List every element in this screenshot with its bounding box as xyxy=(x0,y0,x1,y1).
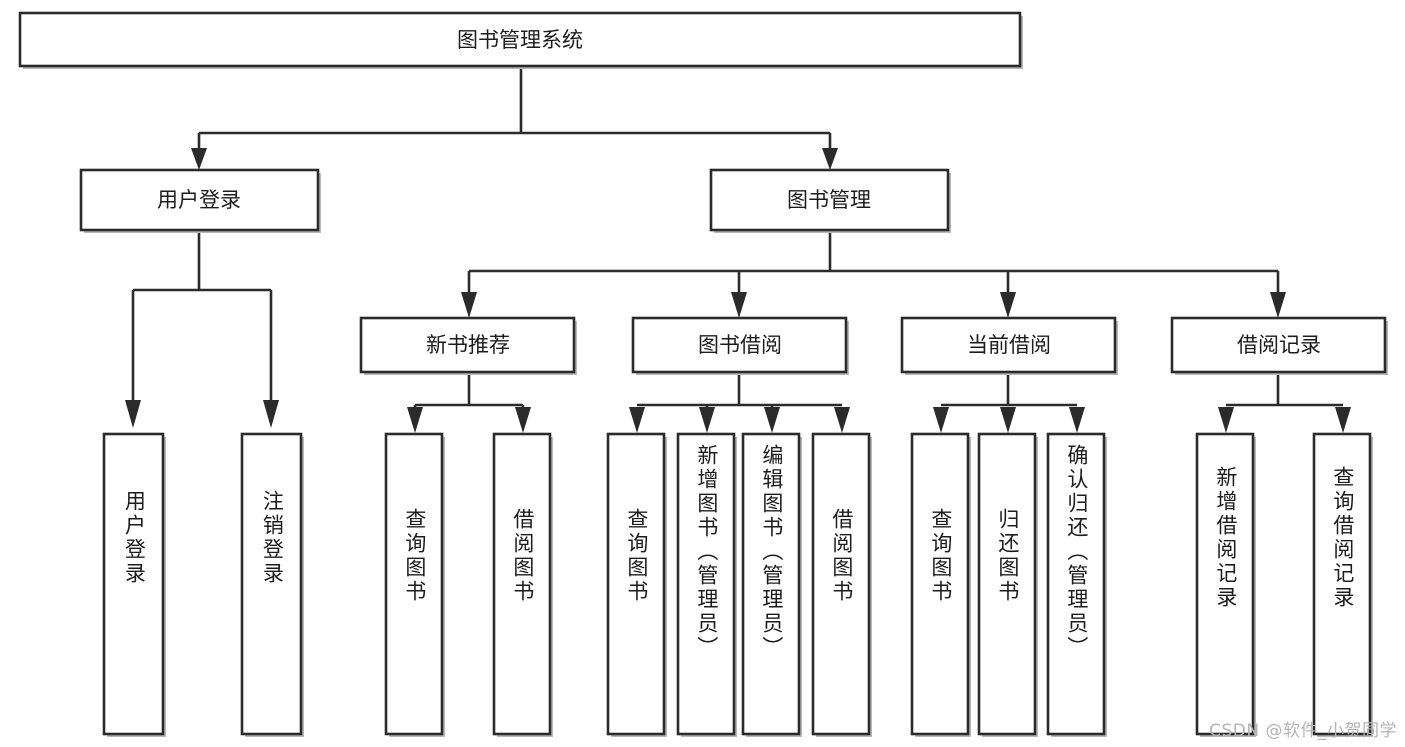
root-box xyxy=(18,11,1022,68)
arrowhead-new-book xyxy=(461,292,477,318)
leaf-box-br-query[interactable] xyxy=(1312,432,1372,736)
borrow-records-label: 借阅记录 xyxy=(1237,333,1321,357)
leaf-box-bb-add[interactable] xyxy=(676,432,736,736)
node-new-book-recommend[interactable]: 新书推荐 xyxy=(359,316,577,375)
current-borrow-label: 当前借阅 xyxy=(967,333,1051,357)
new-book-box xyxy=(359,316,576,374)
arrowhead-bb-leaf3 xyxy=(764,407,780,433)
leaf-box-user-login[interactable] xyxy=(102,432,165,736)
arrowhead-cb-leaf3 xyxy=(1069,407,1085,433)
user-login-label: 用户登录 xyxy=(157,188,241,212)
arrowhead-cb-leaf1 xyxy=(933,407,949,433)
leaf-box-bb-edit[interactable] xyxy=(741,432,801,736)
root-label: 图书管理系统 xyxy=(457,28,583,52)
leaf-box-cb-confirm[interactable] xyxy=(1046,432,1106,736)
book-manage-box xyxy=(709,168,950,232)
leaf-boxes xyxy=(102,432,1373,737)
leaf-box-bb-borrow[interactable] xyxy=(811,432,871,736)
leaf-box-cb-return[interactable] xyxy=(977,432,1037,736)
arrowhead-bb-leaf2 xyxy=(699,407,715,433)
arrowhead-nb-leaf2 xyxy=(515,407,531,433)
watermark-text: CSDN @软件_小贺同学 xyxy=(1209,721,1397,741)
current-borrow-box xyxy=(900,316,1117,374)
arrowhead-leaf-user-login xyxy=(125,400,141,428)
node-current-borrow[interactable]: 当前借阅 xyxy=(900,316,1118,375)
node-borrow-records[interactable]: 借阅记录 xyxy=(1170,316,1388,375)
node-book-borrow[interactable]: 图书借阅 xyxy=(631,316,849,375)
book-manage-label: 图书管理 xyxy=(787,188,871,212)
leaf-box-nb-borrow[interactable] xyxy=(492,432,552,736)
node-user-login[interactable]: 用户登录 xyxy=(79,168,321,233)
arrowhead-br-leaf1 xyxy=(1218,407,1234,433)
book-borrow-box xyxy=(631,316,848,374)
new-book-label: 新书推荐 xyxy=(426,333,510,357)
borrow-records-box xyxy=(1170,316,1387,374)
leaf-box-br-add[interactable] xyxy=(1195,432,1255,736)
arrowhead-user-login xyxy=(191,148,207,170)
arrowhead-bb-leaf4 xyxy=(834,407,850,433)
arrowhead-book-manage xyxy=(822,148,838,170)
arrowhead-br-leaf2 xyxy=(1335,407,1351,433)
arrowhead-bb-leaf1 xyxy=(629,407,645,433)
arrowhead-current-borrow xyxy=(1000,292,1016,318)
leaf-box-bb-query[interactable] xyxy=(606,432,666,736)
arrowhead-leaf-logout xyxy=(263,400,279,428)
user-login-box xyxy=(79,168,320,232)
node-book-manage[interactable]: 图书管理 xyxy=(709,168,951,233)
leaf-box-logout[interactable] xyxy=(240,432,303,736)
connectors xyxy=(125,68,1351,433)
node-root[interactable]: 图书管理系统 xyxy=(18,11,1023,69)
arrowhead-borrow-records xyxy=(1270,292,1286,318)
arrowhead-book-borrow xyxy=(731,292,747,318)
leaf-box-nb-query[interactable] xyxy=(384,432,444,736)
arrowhead-cb-leaf2 xyxy=(1000,407,1016,433)
leaf-box-cb-query[interactable] xyxy=(910,432,970,736)
arrowhead-nb-leaf1 xyxy=(407,407,423,433)
book-borrow-label: 图书借阅 xyxy=(698,333,782,357)
